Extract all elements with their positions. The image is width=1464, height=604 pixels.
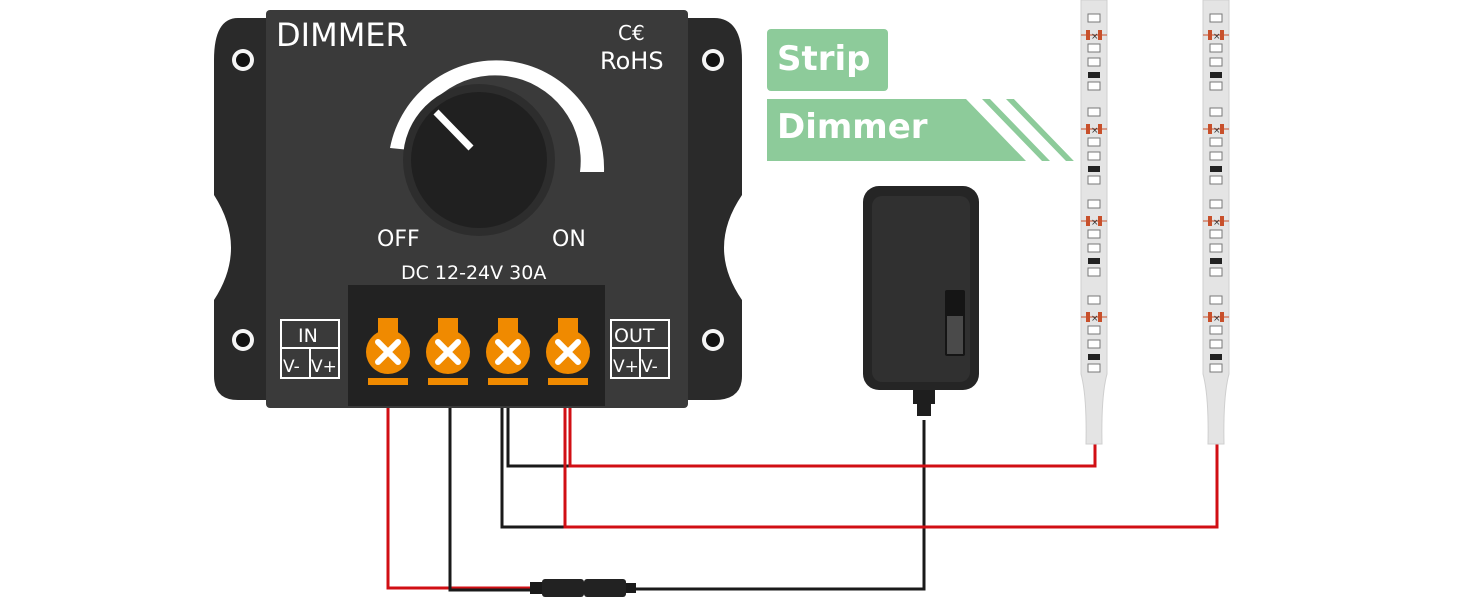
rohs-mark: RoHS [600, 47, 664, 75]
dimmer-tag-label: Dimmer [777, 107, 928, 147]
input-negative: V- [283, 357, 300, 377]
off-label: OFF [377, 227, 420, 252]
dimmer-tag: Dimmer [767, 99, 1074, 161]
led-segment: × [1203, 107, 1229, 185]
on-label: ON [552, 227, 586, 252]
connector-icon [530, 579, 636, 597]
led-segment: × [1081, 107, 1107, 185]
svg-text:×: × [1213, 126, 1221, 136]
ce-mark: C€ [618, 21, 645, 45]
input-label-box: IN V- V+ [280, 319, 340, 379]
output-negative: V- [641, 357, 658, 377]
strip-tag-label: Strip [777, 39, 871, 79]
screw-terminals [366, 318, 590, 385]
rating-label: DC 12-24V 30A [401, 262, 546, 284]
dimmer-unit: DIMMER C€ RoHS OFF ON DC 12-24V 30A IN V… [214, 10, 742, 408]
wires [386, 384, 1219, 592]
output-label-box: OUT V+ V- [610, 319, 670, 379]
wire-in-positive [386, 384, 540, 590]
led-segment: × [1081, 295, 1107, 373]
input-positive: V+ [311, 357, 337, 377]
knob-icon[interactable] [403, 84, 555, 236]
led-segment: × [1203, 13, 1229, 91]
strip-tag: Strip [767, 29, 888, 91]
screw-terminal-icon[interactable] [426, 318, 470, 385]
brightness-arc [390, 60, 605, 173]
screw-terminal-icon[interactable] [366, 318, 410, 385]
wire-out-positive-1 [568, 384, 1097, 468]
svg-text:×: × [1091, 218, 1099, 228]
led-segment: × [1081, 13, 1107, 91]
screw-terminal-icon[interactable] [546, 318, 590, 385]
led-segment: × [1203, 199, 1229, 277]
dimmer-housing [214, 18, 282, 400]
svg-text:×: × [1091, 314, 1099, 324]
output-title: OUT [614, 325, 655, 347]
output-positive: V+ [613, 357, 639, 377]
wire-adapter [630, 420, 926, 591]
wire-out-negative-2 [500, 384, 565, 529]
led-strip-1: × × × × [1080, 0, 1108, 445]
led-segment: × [1081, 199, 1107, 277]
dimmer-title: DIMMER [276, 16, 408, 54]
led-strip-2: × × × × [1202, 0, 1230, 445]
power-adapter-icon [863, 186, 979, 416]
led-segment: × [1203, 295, 1229, 373]
wire-out-positive-2 [563, 384, 1219, 529]
screw-terminal-icon[interactable] [486, 318, 530, 385]
input-title: IN [298, 325, 318, 347]
svg-text:×: × [1091, 32, 1099, 42]
svg-text:×: × [1091, 126, 1099, 136]
wire-in-negative [448, 384, 540, 592]
svg-text:×: × [1213, 314, 1221, 324]
svg-text:×: × [1213, 32, 1221, 42]
svg-text:×: × [1213, 218, 1221, 228]
